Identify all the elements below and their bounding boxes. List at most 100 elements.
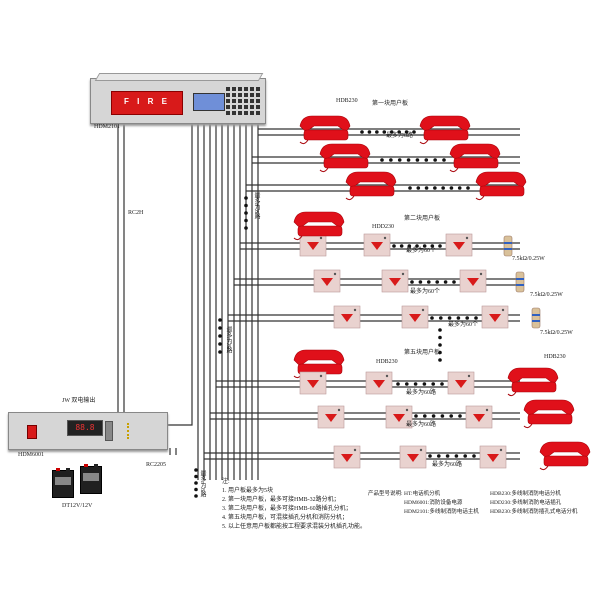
board-dot [438, 343, 442, 347]
continuation-dot [360, 130, 364, 134]
keypad-key [244, 87, 248, 91]
notes-line-5: 5. 以上任意用户板都能按工程要求混装分机插孔功能。 [222, 524, 367, 530]
resistor2-label: 7.5kΩ/0.25W [530, 292, 563, 298]
station-box-part [321, 278, 333, 286]
continuation-dot [456, 316, 461, 320]
product-legend-title-block: 产品型号说明: [368, 490, 403, 499]
keypad-key [250, 105, 254, 109]
max-label-row7: 最多为60路 [432, 462, 463, 468]
station-box-part [409, 314, 421, 322]
board-dot [438, 335, 442, 340]
station-box [447, 371, 475, 395]
bundle-dot [244, 226, 248, 230]
keypad-key [250, 93, 254, 97]
continuation-dot [424, 186, 429, 190]
host-top-face [94, 73, 264, 81]
continuation-dot [405, 382, 409, 386]
resistor1-label: 7.5kΩ/0.25W [512, 256, 545, 262]
station-box-part [319, 236, 323, 240]
product-col1-line-2: HDM6001:消防设备电源 [404, 500, 463, 506]
station-box [333, 445, 361, 469]
handset-phone-part [319, 143, 371, 161]
handset-phone-part [449, 143, 501, 161]
continuation-dot [407, 244, 412, 248]
max-label-row3: 最多为60个 [410, 289, 441, 295]
keypad-key [238, 105, 242, 109]
continuation-dot [412, 130, 416, 134]
continuation-dot [458, 414, 462, 418]
handset-phone-part [539, 441, 591, 459]
continuation-dot [466, 186, 470, 190]
keypad-key [232, 87, 236, 91]
battery-1 [52, 468, 74, 498]
continuation-dot [474, 316, 478, 320]
continuation-dot [430, 316, 434, 320]
continuation-dot [433, 186, 437, 190]
continuation-dot [415, 244, 419, 248]
continuation-dot [427, 280, 431, 284]
continuation-dot [435, 280, 440, 284]
keypad-key [226, 105, 230, 109]
product-col1-line-3: HDM2101:多线制消防电话主机 [404, 509, 479, 515]
continuation-dot [440, 382, 444, 386]
notes-line-4: 4. 第五块用户板，可混接插孔分机和消防分机； [222, 515, 349, 521]
handset-phone-part [453, 157, 499, 169]
station-box [479, 445, 507, 469]
keypad-key [232, 111, 236, 115]
continuation-dot [422, 382, 427, 386]
board2-label: 第二块用户板 [404, 216, 441, 222]
board-dot [438, 358, 442, 362]
continuation-dot [438, 244, 442, 248]
board-dot [438, 350, 442, 355]
station-box-part [389, 278, 401, 286]
continuation-dot [439, 316, 443, 320]
host-brand-text: F I R E [124, 97, 170, 106]
max8-label-c: 最多为8路 [199, 470, 205, 497]
keypad-key [256, 93, 260, 97]
keypad-key [250, 87, 254, 91]
keypad-key [226, 93, 230, 97]
resistor-3-band [532, 320, 540, 322]
handset-phone-part [299, 139, 309, 145]
handset-phone-part [543, 455, 589, 467]
keypad-key [238, 93, 242, 97]
resistor-1 [503, 235, 513, 257]
psu-unit: 88.8 [8, 412, 168, 450]
handset-phone-part [507, 391, 517, 397]
keypad-key [244, 111, 248, 115]
max-label-row5: 最多为60路 [406, 390, 437, 396]
handset-phone-part [523, 423, 533, 429]
handset-phone-part [303, 129, 349, 141]
notes-line-1: 1. 用户板最多为5块 [222, 488, 274, 494]
notes-line-2: 2. 第一块用户板，最多可接HMB-32路分机； [222, 497, 340, 503]
handset-phone [539, 441, 591, 471]
resistor-2 [515, 271, 525, 293]
handset-phone-part [319, 167, 329, 173]
continuation-dot [431, 414, 436, 418]
continuation-dot [399, 244, 404, 248]
host-keypad [226, 87, 262, 117]
notes-line-3: 3. 第二块用户板，最多可接HMB-60路插孔分机； [222, 506, 352, 512]
station-box-part [333, 272, 337, 276]
continuation-dot [424, 158, 429, 162]
station-box [465, 405, 493, 429]
handset-phone-part [527, 413, 573, 425]
continuation-dot [440, 414, 445, 418]
continuation-dot [441, 186, 445, 190]
continuation-dot [437, 454, 441, 458]
host-brand-panel: F I R E [111, 91, 183, 115]
continuation-dot [443, 280, 448, 284]
keypad-key [232, 93, 236, 97]
keypad-key [238, 87, 242, 91]
bundle-dot [218, 318, 222, 322]
continuation-dot [418, 280, 423, 284]
keypad-key [226, 99, 230, 103]
handset-phone-part [449, 167, 459, 173]
psu-indicators [127, 423, 145, 439]
station-box-part [487, 454, 499, 462]
station-box-part [479, 272, 483, 276]
host-unit: F I R E [90, 73, 266, 124]
handset-phone-part [539, 465, 549, 471]
handset-phone-part [345, 195, 355, 201]
